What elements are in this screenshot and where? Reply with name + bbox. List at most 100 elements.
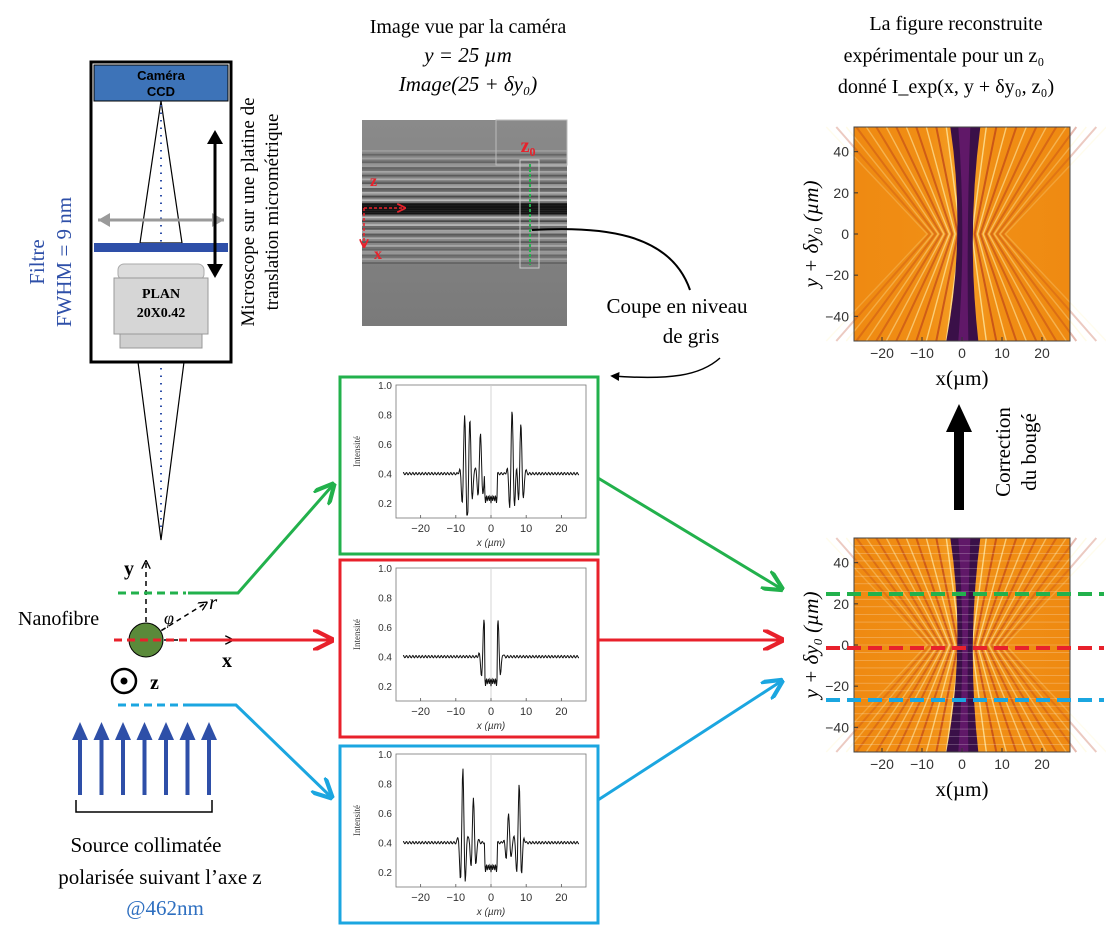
profile-xtick-label: −10 (446, 892, 465, 904)
fringe-row (362, 176, 567, 179)
heatmap-fringe (835, 537, 932, 753)
heatmap-xtick-label: 20 (1034, 345, 1050, 361)
fringe-row (362, 235, 567, 238)
profile-xlabel: x (µm) (476, 907, 506, 918)
heatmap-fringe (979, 537, 1018, 753)
camera-roi-box (519, 159, 540, 269)
heatmap-xtick-label: −20 (870, 756, 894, 772)
fringe-row (362, 150, 567, 152)
objective-body (113, 277, 209, 335)
fringe-row (362, 172, 567, 175)
source-label-2: polarisée suivant l’axe z (58, 865, 262, 889)
heatmap-fringe (995, 537, 1078, 753)
heatmap-xtick-label: 0 (958, 756, 966, 772)
source-label-1: Source collimatée (70, 833, 221, 857)
translation-arrow-up (207, 130, 223, 144)
profile-xtick-label: 20 (555, 706, 567, 718)
heatmap-fringe (845, 537, 934, 753)
recon-title-2: expérimentale pour un z₀ (844, 45, 1045, 67)
profile-ytick-label: 0.8 (378, 411, 392, 422)
heatmap-xtick-label: −10 (910, 756, 934, 772)
heatmap-ytick-label: 20 (833, 596, 849, 612)
correction-arrow-head (946, 404, 972, 432)
fringe-row (362, 189, 567, 192)
heatmap-fringe (973, 126, 998, 342)
fringe-row (362, 224, 567, 226)
profile-xlabel: x (µm) (476, 538, 506, 549)
profile-ytick-label: 0.2 (378, 499, 392, 510)
fringe-row (362, 218, 567, 221)
fringe-row (362, 188, 567, 190)
profile-ytick-label: 0.2 (378, 868, 392, 879)
cut-label-1: Coupe en niveau (606, 294, 748, 318)
fringe-row (362, 243, 567, 245)
fringe-row (362, 174, 567, 177)
camera-label-2: CCD (147, 84, 175, 99)
objective-label-1: PLAN (142, 287, 180, 302)
objective-label-2: 20X0.42 (137, 306, 186, 321)
profile-xtick-label: −10 (446, 706, 465, 718)
profile-xtick-label: 20 (555, 892, 567, 904)
heatmap-ytick-label: 20 (833, 185, 849, 201)
camera-image-panel: Image vue par la caméra y = 25 µm Image(… (362, 16, 691, 326)
fringe-row (362, 214, 567, 217)
recon-title-3: donné I_exp(x, y + δy₀, z₀) (838, 76, 1054, 98)
fringe-row (362, 220, 567, 223)
heatmap-fringe (845, 126, 934, 342)
profile-frame (338, 558, 600, 739)
source-label-3: @462nm (126, 896, 204, 920)
fringe-row (362, 153, 567, 156)
heatmap-ylabel: y + δy₀ (µm) (799, 181, 823, 290)
heatmap-fringe (993, 537, 1067, 753)
fringe-row (362, 248, 567, 251)
source-bracket (75, 800, 213, 813)
fringe-row (362, 167, 567, 169)
profile-ytick-label: 0.2 (378, 682, 392, 693)
fringe-row (362, 252, 567, 255)
heatmap-fringe (990, 537, 1058, 753)
z-axis-dot (120, 677, 128, 685)
heatmap-fringe (905, 126, 951, 342)
cut-callout-line (531, 228, 691, 291)
fringe-row (362, 233, 567, 236)
heatmap-core-highlight (958, 127, 971, 341)
fringe-row (362, 182, 567, 185)
heatmap-xtick-label: 20 (1034, 756, 1050, 772)
fringe-row (362, 186, 567, 188)
fringe-row (362, 208, 567, 211)
camera-title-1: Image vue par la caméra (370, 16, 567, 38)
fringe-row (362, 157, 567, 160)
heatmap-fringe (993, 126, 1067, 342)
profile-ytick-label: 0.6 (378, 809, 392, 820)
heatmap-xlabel: x(µm) (936, 366, 989, 390)
fringe-row (362, 254, 567, 257)
profile-ytick-label: 0.8 (378, 780, 392, 791)
heatmap-ylabel: y + δy₀ (µm) (799, 592, 823, 701)
heatmap-fringe (915, 537, 954, 753)
profile-ylabel: Intensité (352, 619, 362, 650)
heatmap-fringe (982, 537, 1027, 753)
profile-xtick-label: 10 (520, 523, 532, 535)
heatmap-fringe (925, 537, 956, 753)
heatmap-fringe (875, 537, 943, 753)
heatmap-fringe (1001, 126, 1098, 342)
profile-xtick-label: 10 (520, 892, 532, 904)
heatmap-fringe (895, 126, 948, 342)
profile-frame (338, 744, 600, 925)
profile-xtick-label: −20 (411, 523, 430, 535)
source-arrow-head (179, 722, 196, 740)
fringe-row (362, 229, 567, 232)
source-arrows (72, 722, 217, 795)
heatmap-fringe (1004, 126, 1106, 342)
profile-ylabel: Intensité (352, 436, 362, 467)
geom-phi-label: φ (164, 608, 174, 628)
fringe-row (362, 203, 567, 206)
fringe-row (362, 262, 567, 264)
stage-label-1: Microscope sur une platine de (238, 98, 259, 327)
source-arrow-head (136, 722, 153, 740)
fringe-row (362, 237, 567, 240)
